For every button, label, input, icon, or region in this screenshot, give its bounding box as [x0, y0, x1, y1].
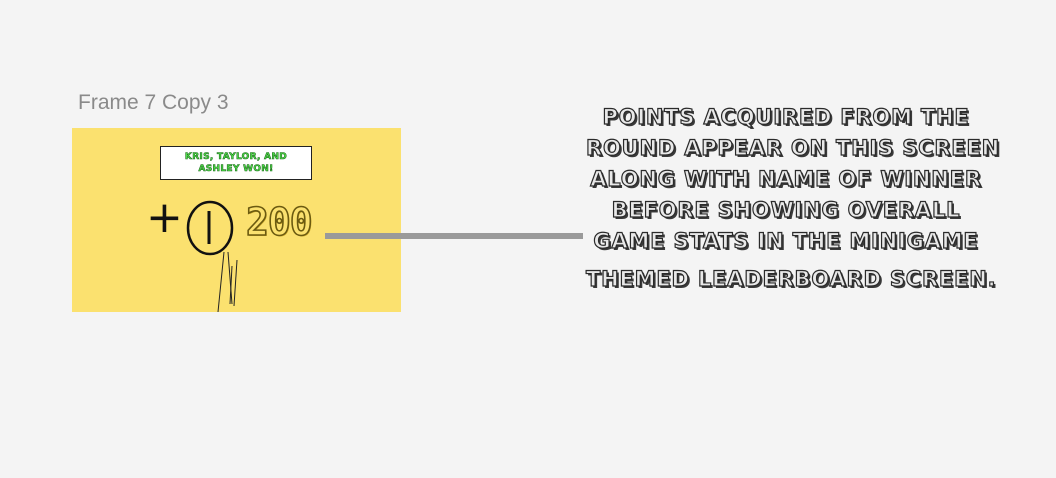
- frame-label[interactable]: Frame 7 Copy 3: [78, 91, 229, 114]
- points-value: 200: [245, 200, 313, 244]
- winner-banner: Kris, Taylor, and Ashley won!: [160, 146, 312, 180]
- annotation-line-4: before showing overall: [611, 197, 961, 222]
- annotation-text: Points acquired from the round appear on…: [585, 102, 1000, 295]
- annotation-line-6: themed leaderboard screen.: [585, 266, 997, 291]
- annotation-line-5: game stats in the minigame: [593, 228, 979, 253]
- plus-sign: +: [146, 192, 183, 243]
- annotation-line-1: Points acquired from the: [602, 104, 970, 129]
- connector-line: [325, 233, 583, 239]
- annotation-line-2: round appear on this screen: [585, 135, 1000, 160]
- winner-text: Kris, Taylor, and Ashley won!: [184, 152, 288, 175]
- annotation-line-3: along with name of winner: [590, 166, 982, 191]
- coin-icon: [186, 200, 238, 312]
- game-frame[interactable]: Kris, Taylor, and Ashley won! + 200: [72, 128, 401, 312]
